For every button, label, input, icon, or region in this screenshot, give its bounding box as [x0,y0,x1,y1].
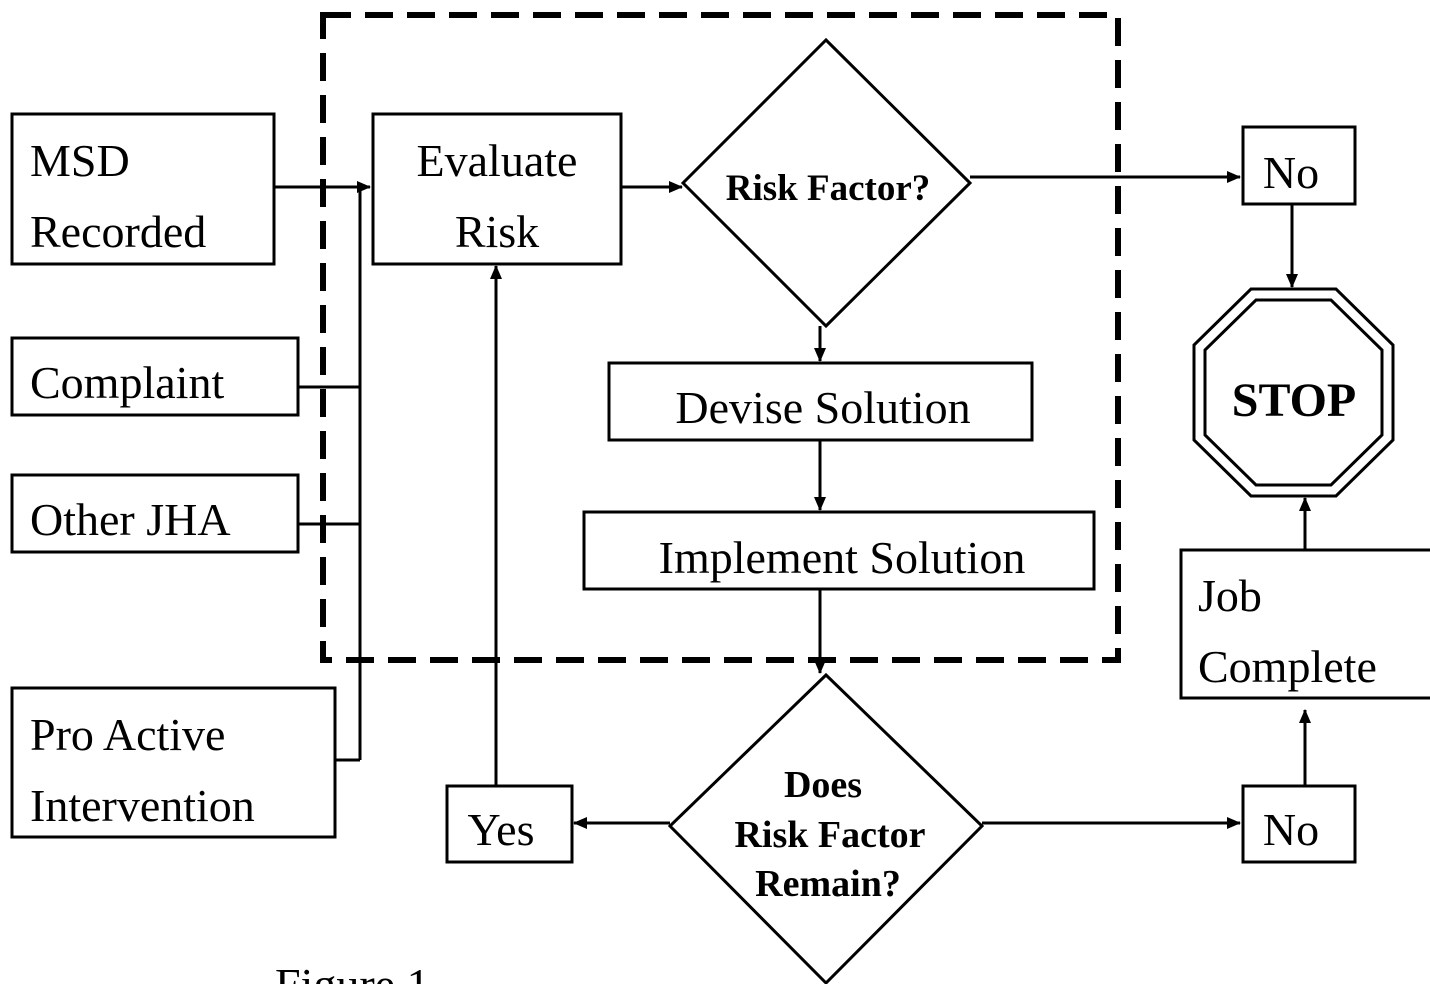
pro-active-label-line2: Intervention [30,780,255,831]
evaluate-risk-box: Evaluate Risk [371,112,623,266]
implement-label: Implement Solution [659,532,1026,583]
pro-active-box: Pro Active Intervention [10,686,337,839]
complaint-label: Complaint [30,357,224,408]
yes-label: Yes [468,804,535,855]
remain-label-line3: Remain? [755,863,901,905]
pro-active-label-line1: Pro Active [30,709,225,760]
devise-solution-box: Devise Solution [607,361,1034,442]
no-top-label: No [1263,147,1319,198]
stop-label: STOP [1232,374,1357,427]
no-bottom-box: No [1241,784,1357,864]
devise-label: Devise Solution [675,382,970,433]
evaluate-label-line2: Risk [455,206,539,257]
job-complete-label-line2: Complete [1198,641,1377,692]
evaluate-label-line1: Evaluate [417,135,578,186]
risk-remain-decision: Does Risk Factor Remain? [667,672,985,984]
stop-sign: STOP [1192,287,1395,498]
other-jha-label: Other JHA [30,494,231,545]
no-top-box: No [1241,125,1357,206]
job-complete-box: Job Complete [1179,548,1430,700]
complaint-box: Complaint [10,336,300,417]
msd-label-line1: MSD [30,135,130,186]
yes-box: Yes [445,784,574,864]
msd-label-line2: Recorded [30,206,206,257]
process-boundary [320,12,1121,663]
implement-solution-box: Implement Solution [582,510,1096,591]
risk-factor-label: Risk Factor? [726,168,931,209]
figure-caption: Figure 1 [275,959,430,984]
remain-label-line2: Risk Factor [734,814,925,856]
msd-recorded-box: MSD Recorded [10,112,276,266]
job-complete-label-line1: Job [1198,570,1262,621]
risk-factor-decision: Risk Factor? [680,37,973,329]
other-jha-box: Other JHA [10,473,300,554]
remain-label-line1: Does [784,764,862,806]
no-bottom-label: No [1263,804,1319,855]
